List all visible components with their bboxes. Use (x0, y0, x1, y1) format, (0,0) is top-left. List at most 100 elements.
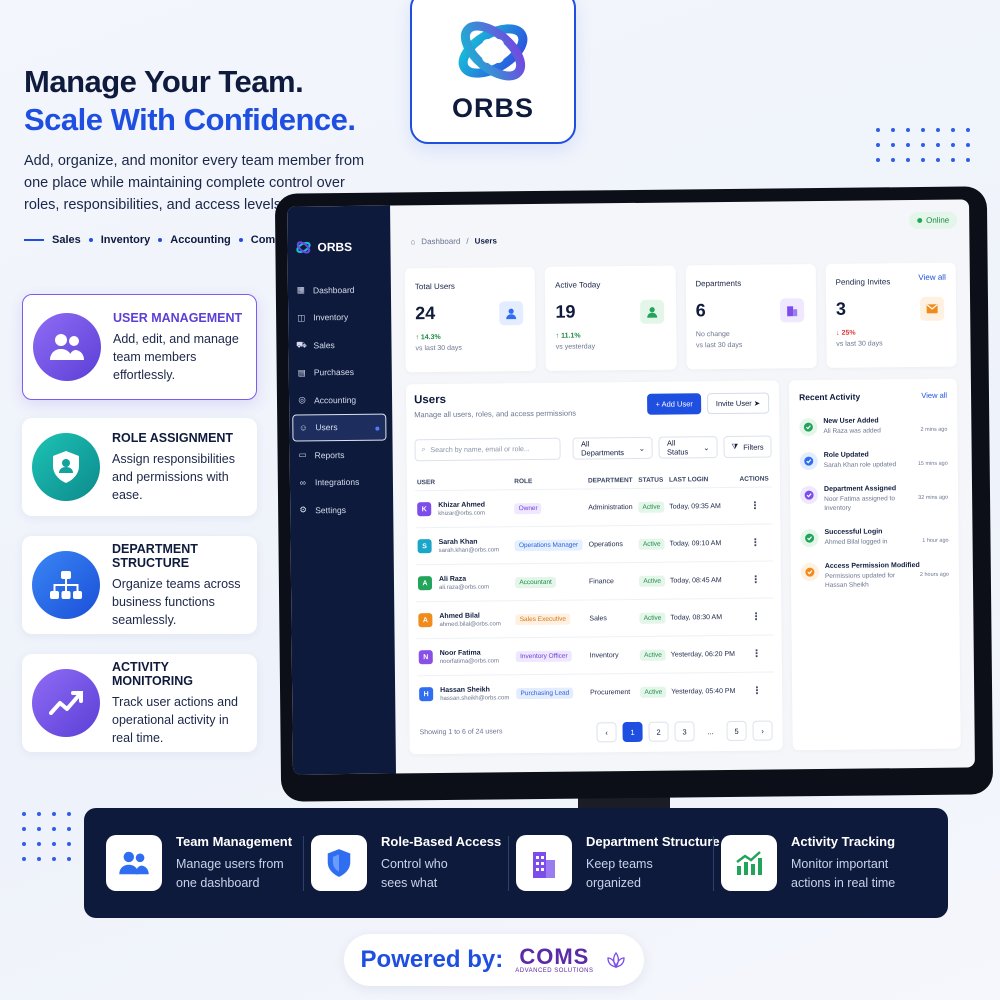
last-login-cell: Yesterday, 05:40 PM (668, 672, 740, 711)
feature-title: ROLE ASSIGNMENT (112, 430, 234, 445)
view-all-invites-link[interactable]: View all (918, 272, 946, 282)
sidebar-item-reports[interactable]: ▭Reports (290, 440, 393, 469)
user-email: sarah.khan@orbs.com (438, 546, 500, 554)
status-select[interactable]: All Status⌄ (658, 436, 718, 459)
breadcrumb-current: Users (474, 236, 497, 246)
coin-icon: ◎ (298, 394, 306, 405)
status-cell: Active (637, 599, 669, 637)
user-name: Khizar Ahmed (438, 501, 486, 509)
user-email: ali.raza@orbs.com (439, 583, 490, 591)
view-all-activity-link[interactable]: View all (921, 390, 948, 400)
stat-sub: vs yesterday (555, 343, 596, 351)
user-name: Sarah Khan (438, 538, 478, 546)
last-login-cell: Today, 08:45 AM (667, 561, 739, 600)
column-header[interactable]: DEPARTMENT (587, 476, 633, 485)
column-header[interactable]: ROLE (514, 478, 533, 486)
stat-label: Active Today (555, 280, 601, 290)
avatar: K (417, 502, 432, 517)
breadcrumb-root[interactable]: Dashboard (421, 236, 461, 247)
stat-sub: vs last 30 days (695, 341, 743, 350)
role-badge: Owner (514, 502, 542, 514)
page-button[interactable]: 5 (726, 720, 747, 742)
add-user-button[interactable]: + Add User (647, 393, 701, 415)
sidebar-item-label: Dashboard (312, 284, 355, 296)
banner-title: Role-Based Access (381, 833, 502, 849)
sidebar-item-inventory[interactable]: ◫Inventory (288, 303, 391, 332)
chevron-down-icon: ⌄ (703, 442, 710, 452)
filters-button[interactable]: ⧩Filters (723, 435, 772, 459)
users-panel: Users Manage all users, roles, and acces… (405, 380, 783, 755)
more-actions-icon[interactable]: ⋮ (738, 598, 774, 636)
home-icon[interactable]: ⌂ (410, 237, 416, 247)
activity-description: Noor Fatima assigned to Inventory (824, 495, 895, 512)
next-page-button[interactable]: › (752, 720, 773, 741)
more-actions-icon[interactable]: ⋮ (738, 561, 774, 599)
stat-delta: No change (695, 330, 730, 339)
logo-card: ORBS (410, 0, 576, 144)
more-actions-icon[interactable]: ⋮ (739, 672, 775, 710)
more-actions-icon[interactable]: ⋮ (737, 487, 773, 525)
last-login-cell: Today, 09:10 AM (667, 524, 739, 563)
sidebar-item-integrations[interactable]: ∞Integrations (290, 468, 393, 497)
invite-user-button[interactable]: Invite User ➤ (706, 392, 770, 415)
column-header[interactable]: STATUS (638, 476, 664, 484)
more-actions-icon[interactable]: ⋮ (739, 635, 774, 673)
sidebar-item-purchases[interactable]: ▤Purchases (289, 358, 392, 387)
avatar: N (418, 650, 433, 665)
column-header: ACTIONS (739, 475, 769, 483)
department-select[interactable]: All Departments⌄ (572, 436, 654, 460)
tag-dot (88, 238, 93, 242)
sidebar-item-dashboard[interactable]: ▦Dashboard (288, 276, 391, 305)
users-icon (106, 835, 162, 891)
status-badge: Active (640, 649, 666, 661)
prev-page-button[interactable]: ‹ (596, 722, 617, 743)
column-header[interactable]: USER (416, 479, 436, 487)
banner-text: Keep teams organized (586, 856, 653, 890)
pagination-summary: Showing 1 to 6 of 24 users (419, 728, 503, 737)
sidebar-item-users[interactable]: ☺Users (292, 413, 387, 442)
more-actions-icon[interactable]: ⋮ (737, 524, 773, 562)
sidebar-item-label: Integrations (314, 477, 360, 488)
document-icon: ▭ (298, 449, 307, 460)
sidebar-item-sales[interactable]: ⛟Sales (288, 331, 391, 360)
lotus-icon (607, 951, 626, 969)
main-content: Online ⌂ Dashboard / Users Total Users 2… (390, 199, 975, 773)
column-header[interactable]: LAST LOGIN (668, 476, 709, 484)
breadcrumb: ⌂ Dashboard / Users (410, 232, 955, 247)
feature-text: Assign responsibilities and permissions … (112, 451, 235, 502)
building-icon (516, 835, 572, 891)
sidebar-item-accounting[interactable]: ◎Accounting (289, 385, 392, 414)
sidebar-item-settings[interactable]: ⚙Settings (290, 495, 393, 524)
page-button[interactable]: 2 (648, 721, 669, 742)
search-input[interactable]: ⌕Search by name, email or role... (414, 437, 562, 462)
feature-role-assignment[interactable]: ROLE ASSIGNMENT Assign responsibilities a… (22, 418, 257, 516)
page-button[interactable]: 3 (674, 721, 695, 742)
user-email: ahmed.bilal@orbs.com (439, 620, 501, 628)
activity-description: Permissions updated for Hassan Sheikh (824, 572, 896, 589)
page-ellipsis: ... (707, 726, 714, 736)
sidebar-brand-text: ORBS (317, 239, 353, 255)
last-login-cell: Today, 08:30 AM (668, 598, 740, 637)
page-button[interactable]: 1 (622, 721, 643, 743)
role-badge: Operations Manager (514, 539, 583, 551)
tag-line (24, 239, 44, 241)
sidebar-brand[interactable]: ORBS (287, 240, 390, 255)
